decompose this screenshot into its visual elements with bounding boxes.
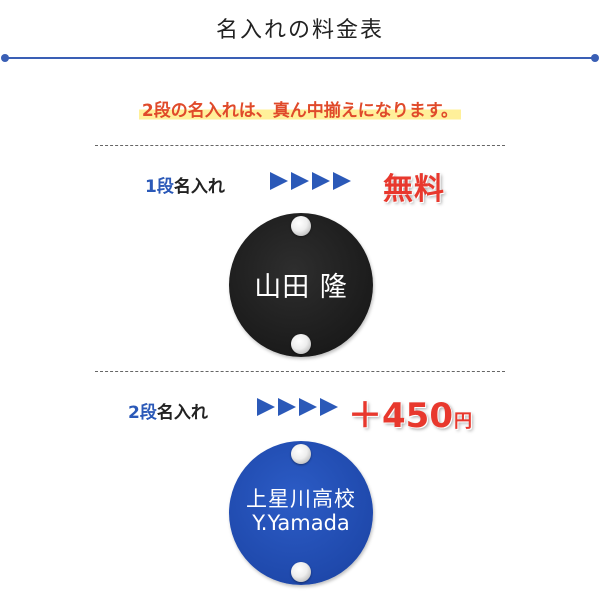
triangle-right-icon xyxy=(320,398,338,416)
nameplate-blue: 上星川高校 Y.Yamada xyxy=(229,441,373,585)
title-rule-dot-right xyxy=(591,54,599,62)
triangle-right-icon xyxy=(333,172,351,190)
option-label-text: 名入れ xyxy=(173,177,225,197)
note-text: 2段の名入れは、真ん中揃えになります。 xyxy=(138,96,462,121)
price-unit: 円 xyxy=(453,411,472,432)
plate-text-line-1: 上星川高校 xyxy=(246,487,356,511)
screw-icon xyxy=(291,444,311,464)
triangle-right-icon xyxy=(278,398,296,416)
price-free: 無料 xyxy=(383,172,445,207)
plate-text: 山田 隆 xyxy=(254,272,348,303)
screw-icon xyxy=(291,562,311,582)
triangle-right-icon xyxy=(270,172,288,190)
plate-text-line-2: Y.Yamada xyxy=(252,511,350,535)
option-two-line: 2段名入れ ＋450円 xyxy=(0,390,600,436)
option-label-text: 名入れ xyxy=(156,403,208,423)
screw-icon xyxy=(291,334,311,354)
page-title: 名入れの料金表 xyxy=(215,18,384,43)
option-label: 1段名入れ xyxy=(145,172,225,197)
center-align-note: 2段の名入れは、真ん中揃えになります。 xyxy=(0,96,600,121)
title-rule xyxy=(5,57,595,59)
triangle-right-icon xyxy=(291,172,309,190)
triangle-right-icon xyxy=(312,172,330,190)
nameplate-black: 山田 隆 xyxy=(229,213,373,357)
price-prefix: ＋ xyxy=(348,396,382,436)
option-label: 2段名入れ xyxy=(128,398,208,423)
arrow-group xyxy=(270,172,351,190)
price-amount: 450 xyxy=(382,396,453,436)
option-one-line: 1段名入れ 無料 xyxy=(0,162,600,207)
price-extra: ＋450円 xyxy=(348,388,472,437)
screw-icon xyxy=(291,216,311,236)
dashed-separator xyxy=(95,371,505,372)
dashed-separator xyxy=(95,145,505,146)
triangle-right-icon xyxy=(257,398,275,416)
option-line-count: 1段 xyxy=(145,177,174,197)
option-line-count: 2段 xyxy=(128,403,157,423)
triangle-right-icon xyxy=(299,398,317,416)
arrow-group xyxy=(257,398,338,416)
